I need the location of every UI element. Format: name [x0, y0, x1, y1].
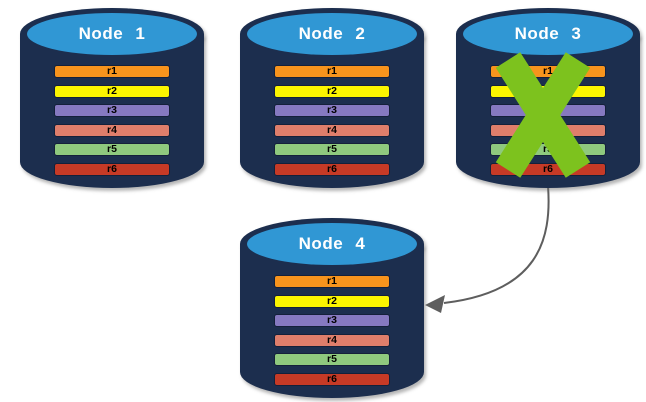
row-label: r5 [327, 143, 337, 156]
row-label: r1 [107, 65, 117, 78]
failure-x-icon [495, 52, 591, 178]
row-label: r6 [327, 162, 337, 175]
node-2: Node 2 r1 r2 r3 r4 r5 r6 [240, 8, 424, 188]
row-r3: r3 [274, 104, 390, 117]
row-r2: r2 [54, 84, 170, 98]
row-r1: r1 [274, 275, 390, 288]
row-r5: r5 [54, 143, 170, 156]
row-r3: r3 [274, 314, 390, 327]
row-label: r4 [327, 333, 337, 346]
node-title: Node 3 [514, 24, 582, 43]
cylinder-face: Node 2 [247, 13, 417, 55]
row-label: r1 [327, 65, 337, 78]
row-label: r5 [107, 143, 117, 156]
row-r3: r3 [54, 104, 170, 117]
cylinder-face: Node 1 [27, 13, 197, 55]
row-r1: r1 [274, 65, 390, 78]
row-label: r1 [543, 65, 553, 78]
node-title: Node 1 [78, 24, 146, 43]
row-label: r4 [107, 123, 117, 136]
node-title: Node 2 [298, 24, 366, 43]
row-r1: r1 [54, 65, 170, 78]
row-label: r4 [327, 123, 337, 136]
row-label: r2 [327, 84, 337, 97]
node-3: Node 3 r1 r2 r3 r4 r5 r6 [456, 8, 640, 188]
cylinder-face: Node 3 [463, 13, 633, 55]
row-list: r1 r2 r3 r4 r5 r6 [274, 65, 390, 182]
row-label: r3 [327, 104, 337, 117]
row-r6: r6 [274, 372, 390, 386]
row-list: r1 r2 r3 r4 r5 r6 [54, 65, 170, 182]
row-label: r2 [327, 294, 337, 307]
row-r2: r2 [274, 294, 390, 308]
node-4: Node 4 r1 r2 r3 r4 r5 r6 [240, 218, 424, 398]
row-r5: r5 [274, 353, 390, 366]
row-label: r6 [543, 162, 553, 175]
row-r5: r5 [274, 143, 390, 156]
row-r4: r4 [274, 333, 390, 347]
row-label: r1 [327, 275, 337, 288]
node-1: Node 1 r1 r2 r3 r4 r5 r6 [20, 8, 204, 188]
row-list: r1 r2 r3 r4 r5 r6 [274, 275, 390, 392]
row-r4: r4 [274, 123, 390, 137]
row-r6: r6 [54, 162, 170, 176]
node-title: Node 4 [298, 234, 366, 253]
row-r2: r2 [274, 84, 390, 98]
row-label: r2 [107, 84, 117, 97]
row-label: r6 [327, 372, 337, 385]
row-label: r6 [107, 162, 117, 175]
row-label: r3 [107, 104, 117, 117]
row-r4: r4 [54, 123, 170, 137]
row-r6: r6 [274, 162, 390, 176]
row-label: r5 [327, 353, 337, 366]
cylinder-face: Node 4 [247, 223, 417, 265]
row-label: r3 [327, 314, 337, 327]
